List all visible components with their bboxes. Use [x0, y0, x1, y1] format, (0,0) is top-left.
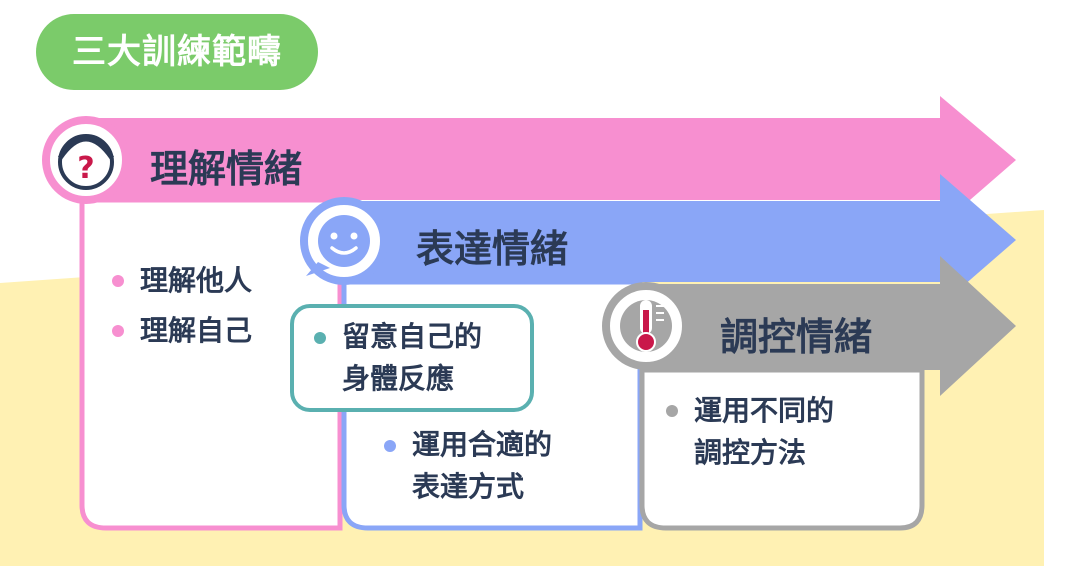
arrow-express [344, 174, 1016, 306]
item-body-reaction-line2: 身體反應 [342, 362, 455, 395]
item-understand-others: 理解他人 [140, 264, 253, 297]
thermometer-icon [602, 282, 690, 370]
bullet-icon [112, 275, 124, 287]
heading-express: 表達情緒 [416, 227, 569, 271]
question-face-icon: ? [42, 116, 130, 204]
arrow-regulate [646, 256, 1016, 396]
panel-regulate [639, 367, 925, 531]
item-body-reaction-line1: 留意自己的 [342, 320, 483, 353]
item-regulate-method-line2: 調控方法 [694, 436, 807, 469]
item-understand-self: 理解自己 [140, 314, 253, 347]
bullet-icon [112, 325, 124, 337]
bullet-icon [384, 440, 396, 452]
arrow-understand [96, 96, 1016, 226]
svg-text:?: ? [77, 151, 94, 186]
item-express-way-line1: 運用合適的 [412, 428, 553, 461]
title-badge: 三大訓練範疇 [36, 14, 318, 90]
heading-understand: 理解情緒 [150, 147, 303, 191]
bullet-icon [666, 405, 678, 417]
panel-understand [79, 197, 343, 531]
highlight-box [290, 304, 534, 412]
heading-regulate: 調控情緒 [720, 315, 873, 359]
item-express-way-line2: 表達方式 [412, 470, 525, 503]
smile-bubble-icon [300, 197, 388, 285]
bullet-icon [314, 332, 326, 344]
item-regulate-method-line1: 運用不同的 [694, 394, 835, 427]
